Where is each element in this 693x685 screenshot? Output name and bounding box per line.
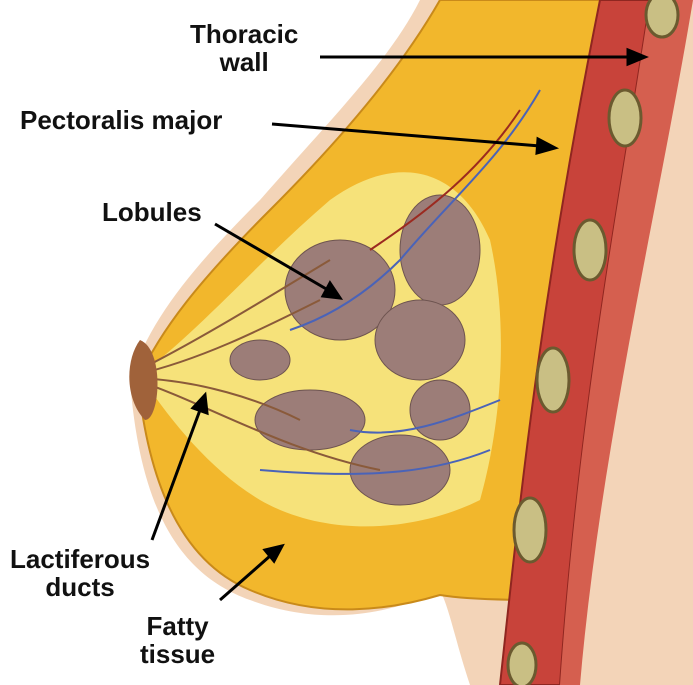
thoracic-wall <box>560 0 693 685</box>
ribs <box>506 0 680 685</box>
label-thoracic-wall: Thoracic wall <box>190 20 298 76</box>
arrow-lobules <box>214 222 329 292</box>
arrowhead-lobules <box>320 280 344 300</box>
nipple <box>129 340 158 420</box>
label-fatty-tissue: Fatty tissue <box>140 612 215 668</box>
arrowhead-lactiferous-ducts <box>190 391 209 416</box>
arrowhead-fatty-tissue <box>262 543 285 564</box>
arrow-pectoralis-major <box>271 122 541 148</box>
label-lactiferous-ducts-line2: ducts <box>45 572 115 602</box>
arrow-lactiferous-ducts <box>150 409 202 541</box>
label-lobules: Lobules <box>102 197 202 227</box>
label-thoracic-wall-line2: wall <box>219 47 269 77</box>
label-lactiferous-ducts: Lactiferous ducts <box>10 545 150 601</box>
label-thoracic-wall-line1: Thoracic <box>190 19 299 49</box>
lactiferous-ducts <box>134 259 381 471</box>
arrowhead-thoracic-wall <box>626 47 649 67</box>
label-fatty-tissue-line1: Fatty <box>146 611 209 641</box>
label-pectoralis-major: Pectoralis major <box>20 105 223 135</box>
arrow-fatty-tissue <box>219 554 271 602</box>
label-fatty-tissue-line2: tissue <box>140 639 216 669</box>
label-lactiferous-ducts-line1: Lactiferous <box>10 544 151 574</box>
lobules <box>229 194 481 506</box>
arrowhead-pectoralis-major <box>535 136 560 156</box>
